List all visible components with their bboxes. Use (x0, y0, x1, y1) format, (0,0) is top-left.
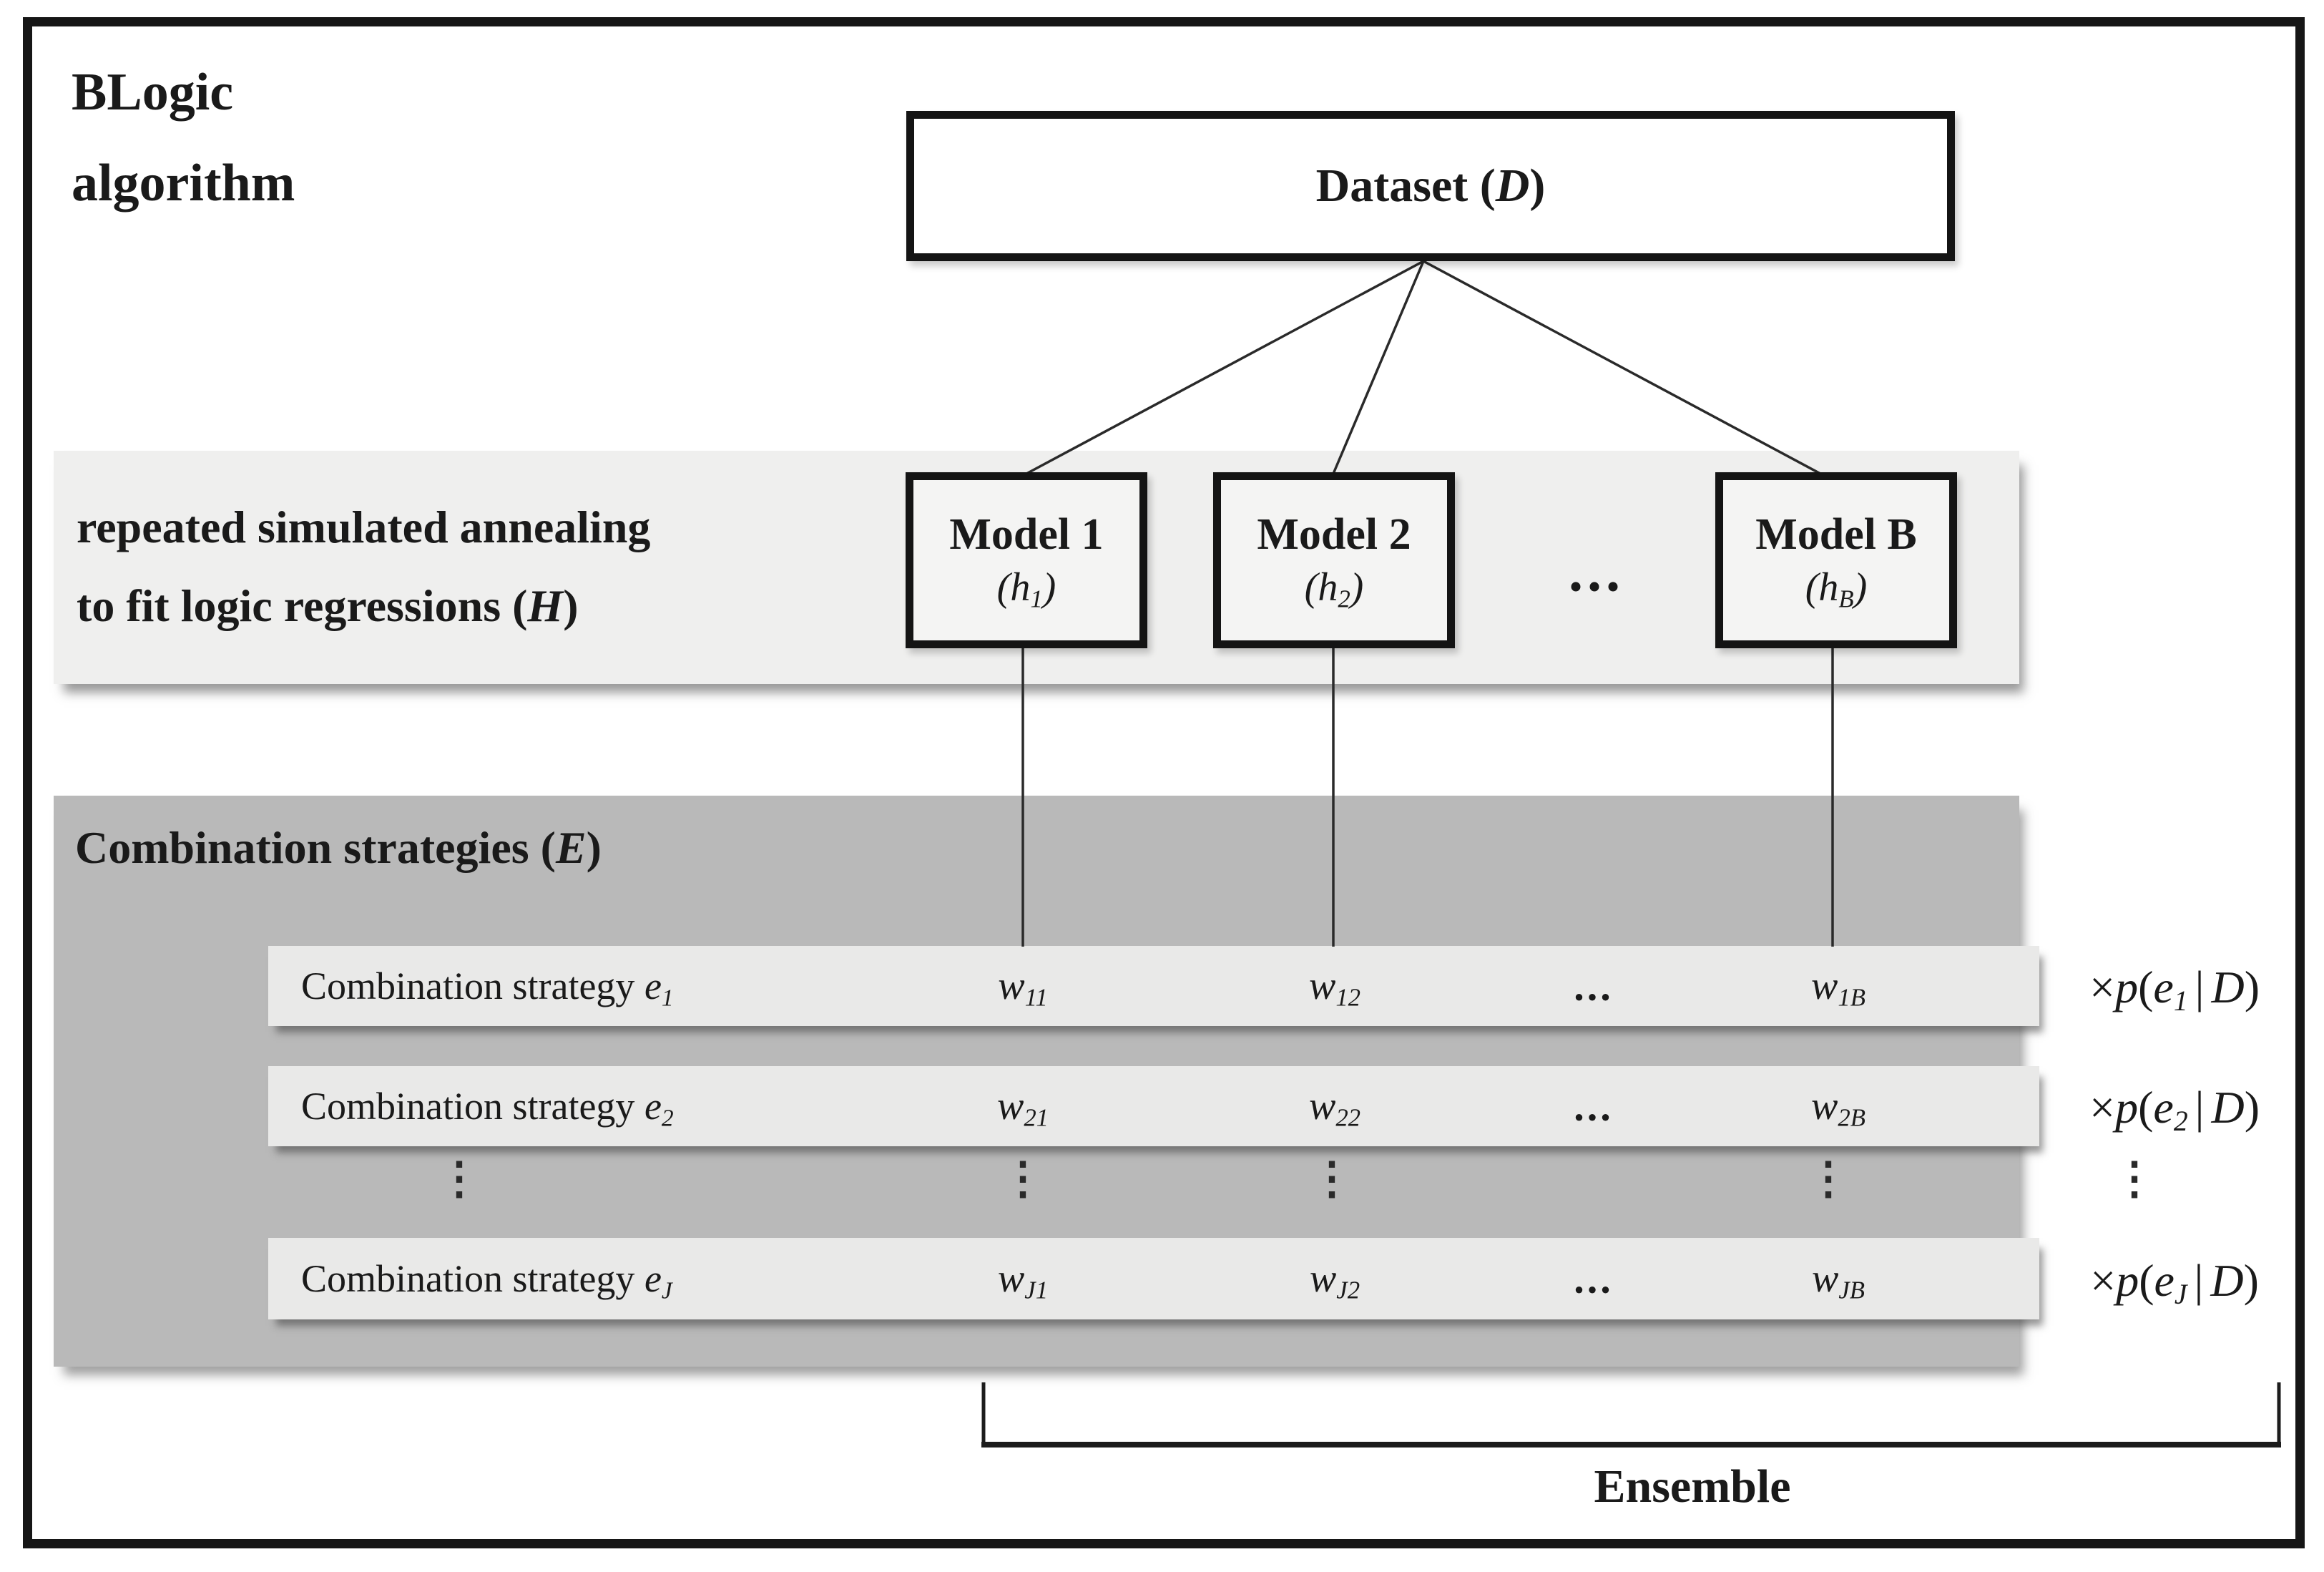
vertical-dots-posterior-col: ⋮ (2112, 1155, 2157, 1204)
annealing-label-line1: repeated simulated annealing (77, 502, 651, 552)
weight-w22: w22 (1308, 1084, 1361, 1132)
row-1-dots: ... (1574, 962, 1614, 1010)
weight-wJB: wJB (1812, 1256, 1865, 1304)
dataset-symbol-D: D (1495, 160, 1530, 212)
model-B-hypothesis: (hB) (1805, 565, 1868, 614)
weight-w21: w21 (996, 1084, 1049, 1132)
posterior-label-row-2: ×p(e2|D) (2089, 1082, 2260, 1138)
strategy-row-1: Combination strategy e1 w11 w12 ... w1B (268, 946, 2039, 1026)
posterior-label-row-1: ×p(e1|D) (2089, 962, 2260, 1017)
model-B-name: Model B (1755, 510, 1917, 560)
posterior-label-row-J: ×p(eJ|D) (2090, 1255, 2259, 1311)
annealing-label-line2: to fit logic regressions ( (77, 580, 528, 632)
vertical-dots-w2-col: ⋮ (1310, 1155, 1354, 1204)
title-line1: BLogic (72, 63, 234, 122)
weight-w12: w12 (1308, 964, 1361, 1012)
vertical-dots-label-col: ⋮ (437, 1155, 481, 1204)
ensemble-bracket (981, 1382, 2281, 1447)
model-2-name: Model 2 (1257, 510, 1411, 560)
model-2-box: Model 2 (h2) (1213, 472, 1455, 648)
strategy-row-J-label: Combination strategy eJ (301, 1257, 672, 1304)
strategy-row-J: Combination strategy eJ wJ1 wJ2 ... wJB (268, 1238, 2039, 1319)
annealing-band-label: repeated simulated annealing to fit logi… (77, 502, 651, 632)
strategy-row-1-label: Combination strategy e1 (301, 965, 674, 1012)
model-2-hypothesis: (h2) (1304, 565, 1364, 614)
weight-w2B: w2B (1811, 1084, 1865, 1132)
weight-w1B: w1B (1811, 964, 1865, 1012)
outer-frame (23, 17, 2305, 1548)
vertical-dots-w1-col: ⋮ (1001, 1155, 1045, 1204)
dataset-box: Dataset (D) (906, 111, 1955, 261)
model-1-name: Model 1 (949, 510, 1104, 560)
model-1-box: Model 1 (h1) (906, 472, 1147, 648)
weight-wJ1: wJ1 (997, 1256, 1049, 1304)
row-2-dots: ... (1574, 1083, 1614, 1130)
strategy-row-2-label: Combination strategy e2 (301, 1085, 674, 1132)
annealing-symbol-H: H (527, 580, 564, 632)
diagram-title: BLogic algorithm (72, 47, 295, 230)
model-1-hypothesis: (h1) (996, 565, 1056, 614)
row-J-dots: ... (1574, 1255, 1614, 1302)
combination-band: Combination strategies (E) Combination s… (54, 796, 2039, 1367)
strategy-row-2: Combination strategy e2 w21 w22 ... w2B (268, 1066, 2039, 1146)
model-ellipsis: ... (1569, 540, 1624, 604)
combination-band-label: Combination strategies (E) (75, 822, 602, 873)
vertical-dots-wB-col: ⋮ (1806, 1155, 1850, 1204)
dataset-label: Dataset (D) (1315, 160, 1546, 212)
combination-symbol-E: E (555, 822, 587, 873)
title-line2: algorithm (72, 154, 295, 213)
weight-wJ2: wJ2 (1309, 1256, 1360, 1304)
model-B-box: Model B (hB) (1715, 472, 1957, 648)
ensemble-label: Ensemble (1594, 1460, 1791, 1513)
weight-w11: w11 (998, 964, 1048, 1012)
